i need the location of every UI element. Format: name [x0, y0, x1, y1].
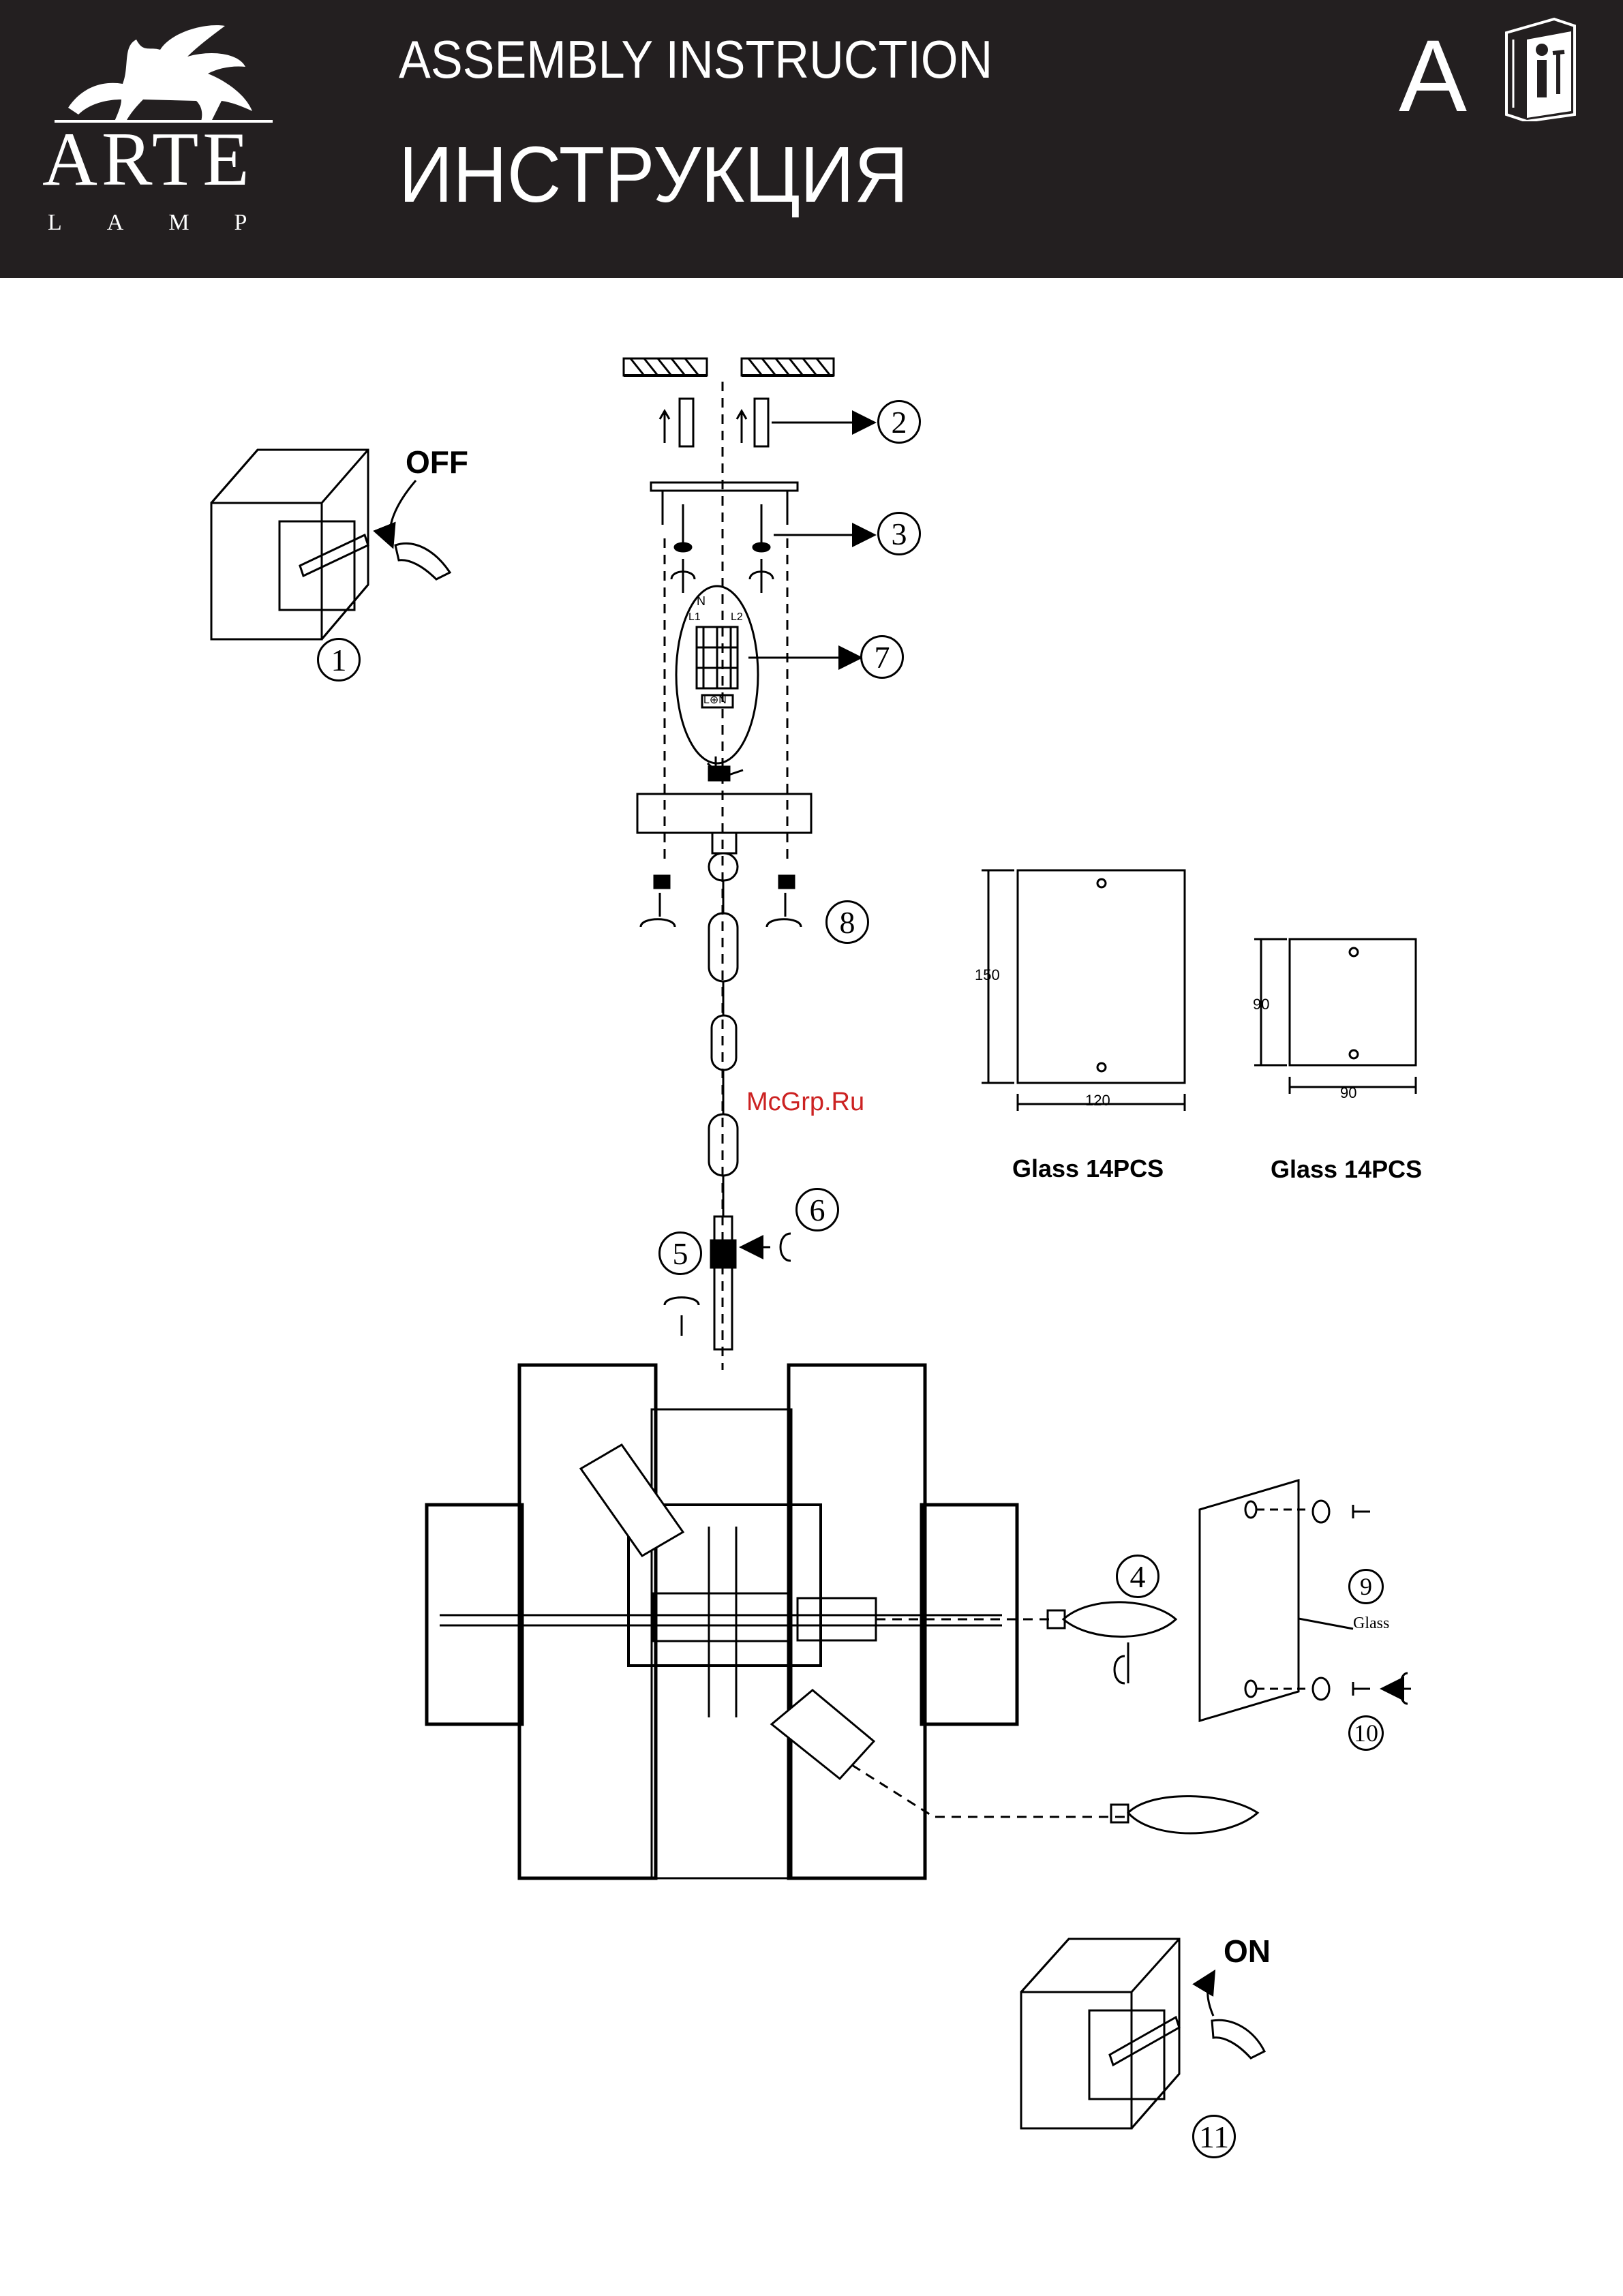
on-label: ON: [1224, 1935, 1271, 1967]
canopy: [637, 794, 811, 853]
wire-lng-label: L⊕N: [703, 695, 727, 706]
glass-large-height: 150: [975, 968, 1000, 983]
version-letter: A: [1399, 25, 1467, 127]
step-10-label: 10: [1348, 1715, 1384, 1751]
wall-anchors: [660, 399, 873, 446]
canopy-nuts: [641, 876, 801, 927]
step-8-label: 8: [825, 900, 869, 944]
glass-small-count: Glass 14PCS: [1271, 1157, 1422, 1182]
step-11-label: 11: [1192, 2115, 1236, 2158]
manual-info-icon: [1500, 12, 1581, 121]
brand-name: ARTE: [42, 121, 288, 198]
screws: [671, 504, 873, 593]
header-bar: ARTE LAMP ASSEMBLY INSTRUCTION ИНСТРУКЦИ…: [0, 0, 1623, 278]
mounting-bracket: [651, 483, 798, 525]
step-5-label: 5: [658, 1231, 702, 1275]
off-label: OFF: [406, 446, 468, 478]
part-9-glass-label: Glass: [1353, 1615, 1389, 1632]
wire-l2-label: L2: [731, 612, 743, 623]
step-4-label: 4: [1116, 1555, 1159, 1598]
glass-small-drawing: [1254, 939, 1416, 1094]
step-9-label: 9: [1348, 1569, 1384, 1604]
chandelier-frame: [427, 1365, 1125, 1878]
title-english: ASSEMBLY INSTRUCTION: [399, 33, 992, 86]
step-1-label: 1: [317, 638, 361, 682]
glass-small-height: 90: [1253, 997, 1269, 1012]
ceiling-hatch: [624, 358, 834, 376]
griffin-logo-icon: [41, 19, 286, 128]
glass-large-drawing: [982, 870, 1185, 1111]
step-6-label: 6: [795, 1188, 839, 1231]
glass-panel: [1200, 1480, 1411, 1721]
assembly-diagram: [0, 278, 1623, 2296]
brand-subtitle: LAMP: [48, 211, 293, 234]
step-7-label: 7: [860, 635, 904, 679]
glass-small-width: 90: [1340, 1086, 1356, 1101]
wire-l1-label: L1: [688, 612, 701, 623]
title-russian: ИНСТРУКЦИЯ: [399, 135, 909, 214]
watermark: McGrp.Ru: [746, 1089, 864, 1115]
wire-n-label: N: [697, 595, 706, 607]
step-2-label: 2: [877, 400, 921, 444]
step-3-label: 3: [877, 512, 921, 555]
chain: [709, 853, 738, 1216]
terminal-block: [676, 586, 859, 780]
glass-large-width: 120: [1085, 1093, 1110, 1108]
glass-large-count: Glass 14PCS: [1012, 1157, 1164, 1181]
